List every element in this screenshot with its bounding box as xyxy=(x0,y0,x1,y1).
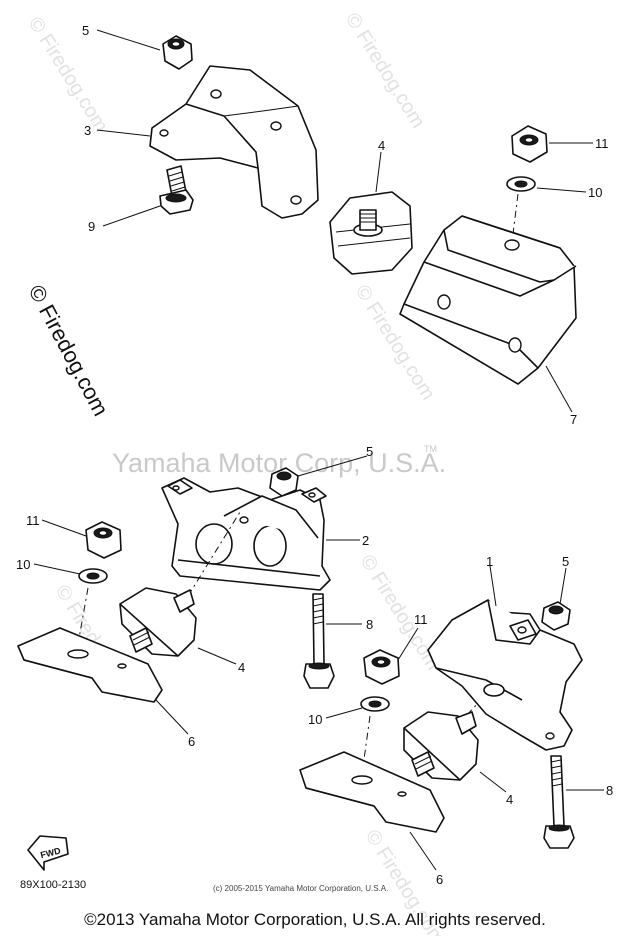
part-10-washer-left xyxy=(78,568,108,584)
part-6-plate-right xyxy=(299,751,445,833)
leader-4-left xyxy=(197,647,237,665)
callout-9: 9 xyxy=(88,219,95,234)
callout-10-right: 10 xyxy=(308,712,322,727)
leader-10-top xyxy=(536,187,587,193)
part-5-nut-middle xyxy=(269,467,299,497)
callout-8-middle: 8 xyxy=(366,617,373,632)
part-11-nut-left xyxy=(85,521,122,559)
callout-5-top: 5 xyxy=(82,23,89,38)
callout-6-left: 6 xyxy=(188,734,195,749)
leader-7 xyxy=(545,365,573,413)
small-copyright: (c) 2005-2015 Yamaha Motor Corporation, … xyxy=(213,884,389,893)
part-10-washer-right xyxy=(360,696,390,712)
callout-3: 3 xyxy=(84,123,91,138)
callout-7: 7 xyxy=(570,412,577,427)
part-11-nut-top xyxy=(511,125,548,163)
watermark-top-left: © Firedog.com xyxy=(24,13,112,136)
callout-4-right: 4 xyxy=(506,792,513,807)
callout-4-top: 4 xyxy=(378,138,385,153)
diagram-code: 89X100-2130 xyxy=(20,879,87,891)
fwd-arrow-icon: FWD xyxy=(27,835,69,871)
part-10-washer-top xyxy=(506,176,536,192)
firedog-side-watermark: © Firedog.com xyxy=(24,281,114,420)
part-5-nut-top xyxy=(162,35,193,70)
part-2-bracket xyxy=(161,477,331,591)
leader-4-top xyxy=(375,151,382,193)
callout-4-left: 4 xyxy=(238,660,245,675)
part-5-nut-right xyxy=(541,601,571,631)
part-7-mount-block xyxy=(399,215,577,385)
leader-10-left xyxy=(33,563,81,575)
callout-10-top: 10 xyxy=(588,185,602,200)
leader-10-right xyxy=(325,707,363,719)
callout-11-left: 11 xyxy=(26,513,40,528)
part-8-bolt-right xyxy=(543,755,575,849)
callout-6-right: 6 xyxy=(436,872,443,887)
leader-5-top xyxy=(96,29,161,51)
callout-11-top: 11 xyxy=(595,136,609,151)
leader-6-left xyxy=(155,699,189,735)
axis-line-left xyxy=(77,587,89,645)
leader-11-right xyxy=(397,627,419,661)
part-3-bracket xyxy=(149,65,319,219)
leader-11-left xyxy=(41,519,87,537)
leader-4-right xyxy=(479,771,507,793)
leader-9 xyxy=(102,205,161,227)
callout-5-middle: 5 xyxy=(366,444,373,459)
watermark-top-right: © Firedog.com xyxy=(341,9,429,132)
part-4-mount-right xyxy=(403,711,479,781)
callout-5-right: 5 xyxy=(562,554,569,569)
axis-line-right xyxy=(361,715,371,775)
callout-11-right: 11 xyxy=(414,612,428,627)
part-6-plate-left xyxy=(17,627,163,703)
fwd-label: FWD xyxy=(39,845,62,860)
footer-copyright: ©2013 Yamaha Motor Corporation, U.S.A. A… xyxy=(84,910,546,929)
part-1-bracket xyxy=(427,599,583,751)
callout-8-right: 8 xyxy=(606,783,613,798)
part-8-bolt-middle xyxy=(303,593,335,689)
part-4-mount-left xyxy=(119,587,197,657)
callout-10-left: 10 xyxy=(16,557,30,572)
trademark-mark: TM xyxy=(424,444,437,454)
part-9-bolt xyxy=(159,165,194,215)
part-4-mount-top xyxy=(329,191,413,275)
leader-5-middle xyxy=(297,455,368,477)
leader-6-right xyxy=(409,831,437,871)
leader-1 xyxy=(489,565,497,607)
callout-2: 2 xyxy=(362,533,369,548)
leader-3 xyxy=(96,129,151,137)
leader-5-right xyxy=(559,567,567,605)
callout-1: 1 xyxy=(486,554,493,569)
part-11-nut-right xyxy=(363,649,400,685)
